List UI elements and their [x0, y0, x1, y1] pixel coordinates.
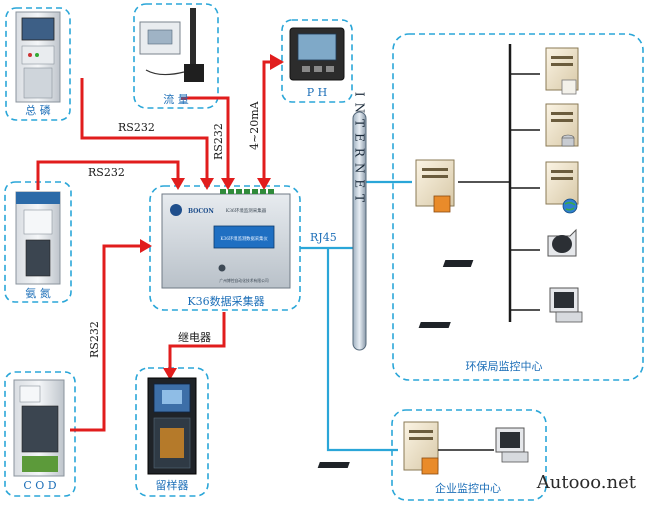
ph-label: P H: [307, 86, 328, 99]
ammonia-label: 氨 氮: [25, 286, 51, 300]
internet-bus: INTERNET: [352, 92, 367, 351]
tp-label: 总 磷: [25, 103, 51, 117]
line-flow: [181, 96, 230, 186]
analog-ph-label: 4~20mA: [248, 100, 261, 150]
watermark: Autooo.net: [536, 472, 637, 493]
ph-border: [281, 19, 353, 103]
line-cod: [70, 244, 150, 432]
tp-border: [5, 7, 71, 121]
line-ammonia: [36, 160, 180, 190]
collector-footer: 广州博控自动化技术有限公司: [219, 278, 269, 283]
device-k36-collector: BOCON K36环境监测采集器 K36环境监测数据采集仪 广州博控自动化技术有…: [161, 189, 291, 289]
rs232-cod-label: RS232: [88, 321, 101, 358]
epb-label: 环保局监控中心: [466, 359, 543, 373]
line-ph: [262, 60, 282, 186]
flow-border: [133, 3, 219, 109]
enterprise-server: [403, 421, 439, 475]
server-2-database: [545, 103, 579, 147]
device-ammonia: [15, 191, 61, 285]
epb-lan: [458, 44, 540, 322]
workstation-1: [442, 228, 577, 267]
rs232-ammonia-label: RS232: [88, 166, 125, 179]
line-tp: [80, 78, 209, 186]
workstation-2: [418, 287, 583, 328]
device-total-phosphorus: [15, 11, 61, 103]
device-flow-meter: [139, 8, 204, 82]
gateway-server: [415, 159, 455, 213]
enterprise-workstation: [317, 427, 529, 468]
enterprise-border: [391, 409, 547, 501]
rj45-label: RJ45: [310, 231, 337, 244]
rs232-tp-label: RS232: [118, 121, 155, 134]
collector-brand: BOCON: [188, 208, 214, 215]
server-3-web: [545, 161, 579, 214]
line-relay: [168, 312, 226, 378]
device-ph-meter: [289, 27, 345, 81]
collector-label: K36数据采集器: [187, 294, 264, 308]
device-cod: [13, 379, 65, 477]
cod-label: C O D: [23, 479, 56, 492]
epb-border: [392, 33, 644, 381]
server-1: [545, 47, 579, 95]
serial-lines: [36, 60, 282, 432]
relay-label: 继电器: [178, 331, 211, 344]
line-enterprise: [326, 248, 398, 452]
flow-label: 流 量: [163, 92, 189, 106]
sampler-label: 留样器: [156, 478, 189, 492]
collector-model: K36环境监测采集器: [226, 207, 267, 214]
internet-label: INTERNET: [353, 92, 367, 208]
rs232-flow-label: RS232: [212, 123, 225, 160]
collector-screen: K36环境监测数据采集仪: [220, 235, 268, 242]
cod-border: [4, 371, 76, 497]
enterprise-label: 企业监控中心: [435, 481, 501, 495]
arrowheads: [140, 54, 284, 380]
device-sampler: [147, 377, 197, 475]
network-lines: [300, 180, 412, 452]
